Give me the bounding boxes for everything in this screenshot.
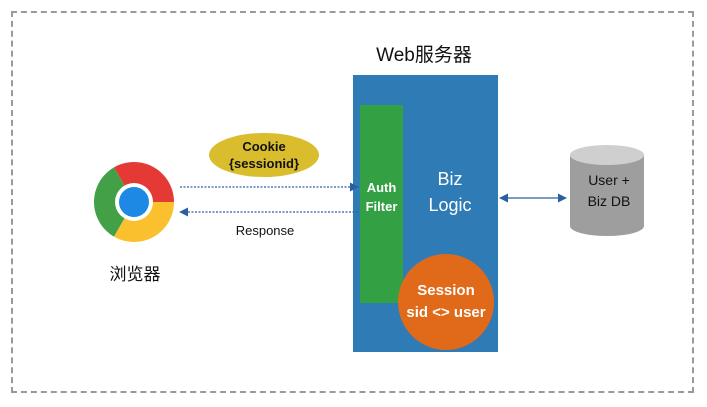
browser-label: 浏览器 bbox=[109, 265, 161, 284]
biz-logic-line2: Logic bbox=[428, 195, 472, 215]
cookie-line2: {sessionid} bbox=[228, 156, 300, 171]
cookie-line1: Cookie bbox=[242, 139, 286, 154]
database-label: User + Biz DB bbox=[575, 170, 643, 212]
session-line1: Session bbox=[417, 282, 475, 299]
server-title: Web服务器 bbox=[376, 45, 472, 66]
diagram-frame bbox=[11, 11, 694, 393]
chrome-browser-icon bbox=[94, 162, 174, 242]
database-cylinder-icon bbox=[570, 145, 644, 236]
response-label: Response bbox=[235, 223, 295, 238]
auth-filter-box bbox=[360, 105, 403, 303]
biz-logic-line1: Biz bbox=[437, 169, 463, 189]
auth-filter-line1: Auth bbox=[366, 180, 397, 195]
auth-filter-label: Auth Filter bbox=[360, 178, 403, 216]
cookie-badge: Cookie {sessionid} bbox=[209, 133, 319, 177]
auth-filter-line2: Filter bbox=[365, 199, 398, 214]
database-line1: User + bbox=[588, 172, 630, 188]
biz-logic-label: Biz Logic bbox=[410, 166, 490, 218]
session-line2: sid <> user bbox=[406, 304, 486, 321]
database-line2: Biz DB bbox=[587, 193, 631, 209]
session-circle: Session sid <> user bbox=[398, 254, 494, 350]
